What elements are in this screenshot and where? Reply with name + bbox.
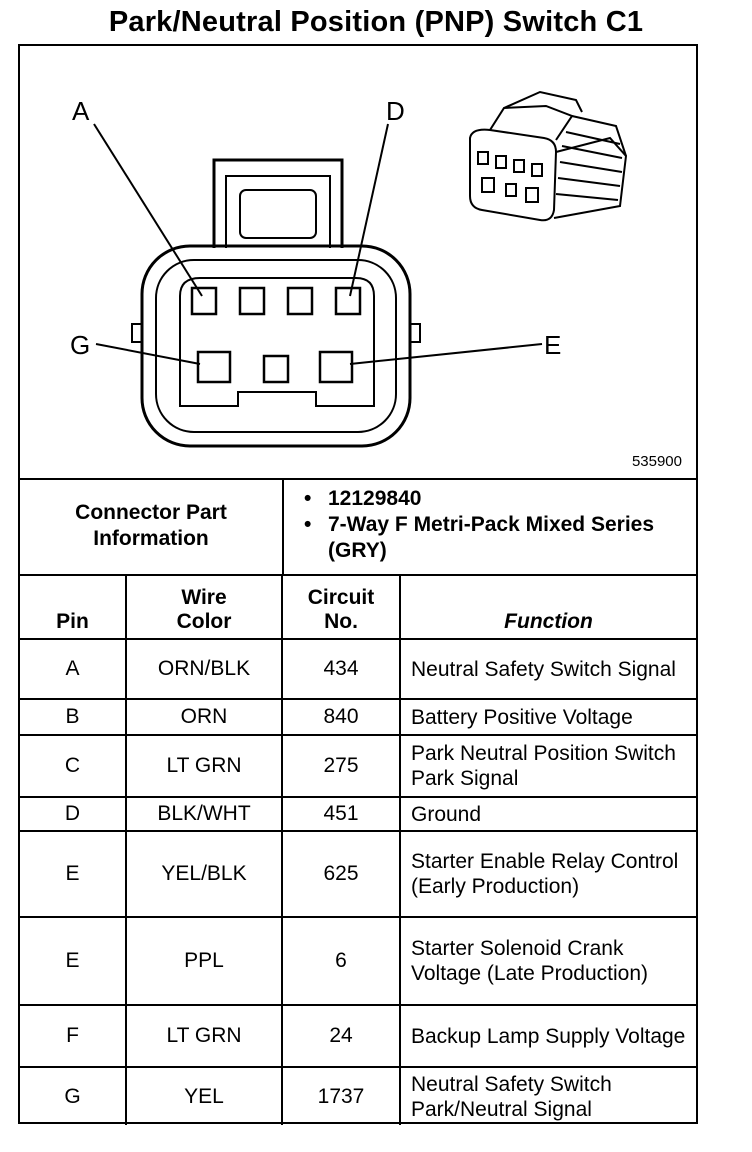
connector-sheet: A D G E 535900 Connector Part Informatio… xyxy=(18,44,698,1125)
page-title: Park/Neutral Position (PNP) Switch C1 xyxy=(108,6,644,38)
cell-circuit: 1737 xyxy=(281,1066,401,1125)
terminal-cavity-a xyxy=(190,286,218,316)
cell-wire-color: LT GRN xyxy=(125,734,283,798)
callout-g: G xyxy=(70,330,91,360)
locking-tab-window xyxy=(239,189,317,239)
leader-line-e xyxy=(349,343,543,365)
cell-pin: G xyxy=(20,1066,127,1125)
cell-function: Backup Lamp Supply Voltage xyxy=(399,1004,696,1068)
header-pin: Pin xyxy=(20,574,127,640)
header-wire-color-line1: Wire xyxy=(181,586,227,609)
table-row: G YEL 1737 Neutral Safety Switch Park/Ne… xyxy=(20,1066,696,1125)
cell-pin: E xyxy=(20,916,127,1006)
terminal-cavity-b xyxy=(238,286,266,316)
cell-wire-color: ORN xyxy=(125,698,283,736)
table-row: E PPL 6 Starter Solenoid Crank Voltage (… xyxy=(20,916,696,1006)
callout-d: D xyxy=(386,96,405,126)
connector-description: 7-Way F Metri-Pack Mixed Series (GRY) xyxy=(302,512,682,564)
cell-wire-color: PPL xyxy=(125,916,283,1006)
header-circuit-line2: No. xyxy=(324,610,358,633)
connector-info-label-line1: Connector Part xyxy=(75,501,227,524)
cell-function: Starter Enable Relay Control (Early Prod… xyxy=(399,830,696,918)
cell-circuit: 451 xyxy=(281,796,401,832)
cell-wire-color: LT GRN xyxy=(125,1004,283,1068)
cell-wire-color: YEL xyxy=(125,1066,283,1125)
cell-pin: E xyxy=(20,830,127,918)
terminal-cavity-f xyxy=(262,354,290,384)
cell-wire-color: BLK/WHT xyxy=(125,796,283,832)
connector-cavity-outline xyxy=(179,277,375,407)
cell-pin: F xyxy=(20,1004,127,1068)
cell-circuit: 24 xyxy=(281,1004,401,1068)
table-row: A ORN/BLK 434 Neutral Safety Switch Sign… xyxy=(20,638,696,700)
cell-pin: B xyxy=(20,698,127,736)
cell-function: Starter Solenoid Crank Voltage (Late Pro… xyxy=(399,916,696,1006)
connector-part-number: 12129840 xyxy=(302,486,682,512)
connector-info-label: Connector Part Information xyxy=(20,478,284,574)
cell-function: Neutral Safety Switch Signal xyxy=(399,638,696,700)
figure-number: 535900 xyxy=(631,453,682,470)
callout-a: A xyxy=(72,96,90,126)
leader-line-d xyxy=(349,123,389,297)
cell-circuit: 434 xyxy=(281,638,401,700)
terminal-cavity-e xyxy=(318,350,354,384)
header-wire-color-line2: Color xyxy=(176,610,232,633)
connector-face-drawing xyxy=(93,90,628,448)
connector-info-label-line2: Information xyxy=(93,527,209,550)
locking-tab xyxy=(212,158,344,248)
pin-table-header: Pin Wire Color Circuit No. Function xyxy=(20,574,696,640)
table-row: D BLK/WHT 451 Ground xyxy=(20,796,696,832)
cell-circuit: 275 xyxy=(281,734,401,798)
cell-pin: D xyxy=(20,796,127,832)
cell-pin: C xyxy=(20,734,127,798)
table-row: B ORN 840 Battery Positive Voltage xyxy=(20,698,696,736)
terminal-cavity-d xyxy=(334,286,362,316)
leader-line-a xyxy=(93,123,203,297)
cell-pin: A xyxy=(20,638,127,700)
pin-table: Pin Wire Color Circuit No. Function A OR… xyxy=(20,574,696,1125)
cell-function: Park Neutral Position Switch Park Signal xyxy=(399,734,696,798)
header-function: Function xyxy=(399,574,696,640)
connector-info-list: 12129840 7-Way F Metri-Pack Mixed Series… xyxy=(302,486,682,564)
cell-circuit: 6 xyxy=(281,916,401,1006)
leader-line-g xyxy=(95,343,201,365)
side-rib-right xyxy=(409,323,421,343)
cell-wire-color: YEL/BLK xyxy=(125,830,283,918)
table-row: C LT GRN 275 Park Neutral Position Switc… xyxy=(20,734,696,798)
cell-circuit: 840 xyxy=(281,698,401,736)
terminal-cavity-c xyxy=(286,286,314,316)
header-wire-color: Wire Color xyxy=(125,574,283,640)
side-rib-left xyxy=(131,323,143,343)
cell-circuit: 625 xyxy=(281,830,401,918)
connector-part-information: Connector Part Information 12129840 7-Wa… xyxy=(20,478,696,576)
table-row: E YEL/BLK 625 Starter Enable Relay Contr… xyxy=(20,830,696,918)
connector-housing-inner xyxy=(155,259,397,433)
header-circuit-no: Circuit No. xyxy=(281,574,401,640)
connector-figure: A D G E 535900 xyxy=(20,46,696,480)
cell-function: Neutral Safety Switch Park/Neutral Signa… xyxy=(399,1066,696,1125)
table-row: F LT GRN 24 Backup Lamp Supply Voltage xyxy=(20,1004,696,1068)
terminal-cavity-g xyxy=(196,350,232,384)
cell-function: Ground xyxy=(399,796,696,832)
cell-function: Battery Positive Voltage xyxy=(399,698,696,736)
connector-isometric-view xyxy=(469,90,628,222)
callout-e: E xyxy=(544,330,562,360)
header-circuit-line1: Circuit xyxy=(307,586,375,609)
connector-housing-outer xyxy=(140,244,412,448)
cell-wire-color: ORN/BLK xyxy=(125,638,283,700)
